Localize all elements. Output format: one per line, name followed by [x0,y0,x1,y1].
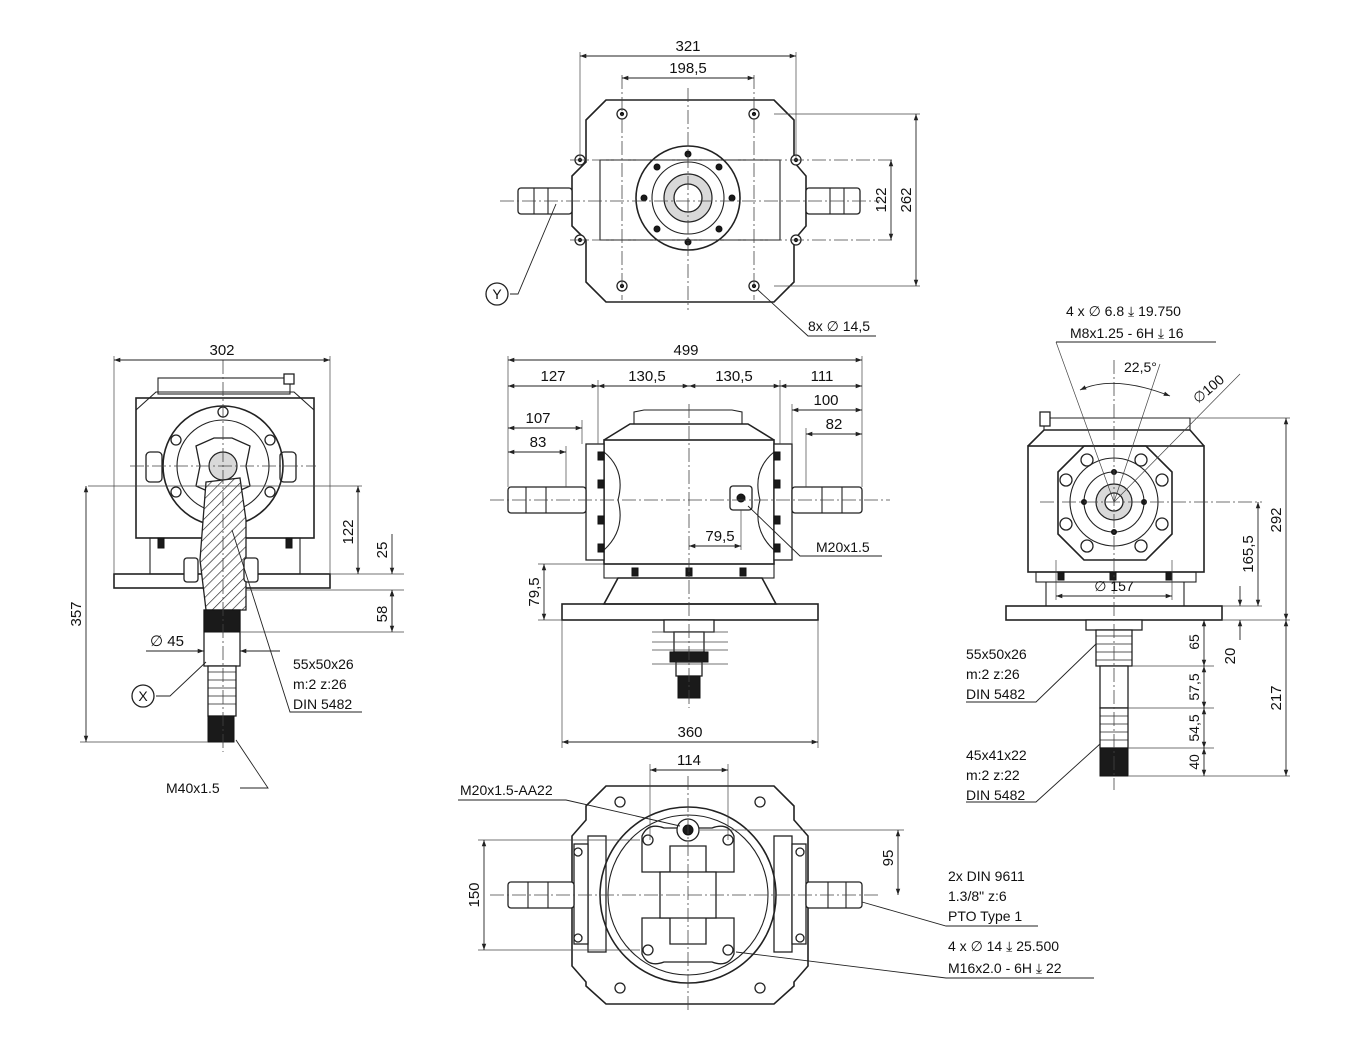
label-right-dia100: ∅100 [1190,371,1228,406]
front-view-lower-shaft [652,631,728,699]
label-right-dia157: ∅ 157 [1094,578,1134,594]
dim-left-width: 302 [209,342,234,359]
dim-front-100: 100 [813,392,838,409]
front-view-right-flange [773,443,793,561]
bottom-view-base-plate [571,785,809,1005]
label-bottom-pto-2: 1.3/8" z:6 [948,888,1007,904]
label-right-holes-2: M8x1.25 - 6H ⤓ 16 [1070,325,1184,341]
left-view-thread [207,715,235,743]
label-left-spline-3: DIN 5482 [293,696,352,712]
bottom-view-lower-lug [641,917,735,965]
label-right-spline-b3: DIN 5482 [966,787,1025,803]
label-bottom-holes-1: 4 x ∅ 14 ⤓ 25.500 [948,938,1059,954]
label-bottom-pto-1: 2x DIN 9611 [948,868,1025,884]
dim-front-360: 360 [677,724,702,741]
dim-left-122: 122 [340,519,357,544]
dim-bottom-95: 95 [880,850,897,867]
bottom-view: 114 M20x1.5-AA22 95 150 2x DIN 9611 1.3/… [458,752,1094,1012]
label-left-thread: M40x1.5 [166,780,220,796]
dim-left-58: 58 [374,606,391,623]
dim-top-bolt-spacing: 198,5 [669,60,707,77]
dim-front-79-5-h: 79,5 [705,528,734,545]
right-view-flange-bolts [1059,453,1169,553]
callout-x [131,684,155,708]
dim-front-499: 499 [673,342,698,359]
label-left-spline-1: 55x50x26 [293,656,354,672]
front-view-left-flange [585,443,605,561]
dim-top-outer-height: 262 [898,187,915,212]
front-view: 499 127 130,5 130,5 111 107 83 100 82 79… [490,342,890,748]
label-right-spline-b1: 45x41x22 [966,747,1027,763]
right-view: 22,5° ∅100 4 x ∅ 6.8 ⤓ 19.750 M8x1.25 - … [966,303,1290,803]
dim-front-83: 83 [530,434,547,451]
label-right-angle: 22,5° [1124,359,1157,375]
dim-left-357: 357 [68,601,85,626]
dim-top-width: 321 [675,38,700,55]
label-bottom-pto-3: PTO Type 1 [948,908,1022,924]
bottom-view-mounting-holes [573,796,805,994]
bottom-view-upper-lug [641,825,735,873]
dim-right-40: 40 [1186,754,1202,770]
dim-right-57-5: 57,5 [1186,673,1202,700]
label-right-holes-1: 4 x ∅ 6.8 ⤓ 19.750 [1066,303,1181,319]
dim-front-107: 107 [525,410,550,427]
dim-right-217: 217 [1268,685,1285,710]
dim-bottom-150: 150 [466,882,483,907]
dim-right-292: 292 [1268,507,1285,532]
top-view-housing [571,99,807,303]
dim-bottom-114: 114 [677,752,701,769]
label-right-spline-a2: m:2 z:26 [966,666,1020,682]
label-right-spline-b2: m:2 z:22 [966,767,1020,783]
dim-front-79-5-v: 79,5 [526,577,543,606]
callout-y [485,282,509,306]
dim-left-25: 25 [374,542,391,559]
dim-front-111: 111 [811,368,834,385]
dim-right-54-5: 54,5 [1186,714,1202,741]
dim-right-165-5: 165,5 [1240,535,1257,573]
dim-top-inner-height: 122 [873,187,890,212]
top-view: 321 198,5 122 262 8x ∅ 14,5 Y [485,38,920,337]
label-left-spline-2: m:2 z:26 [293,676,347,692]
dim-front-127: 127 [540,368,565,385]
label-front-m20: M20x1.5 [816,539,870,555]
label-bottom-holes-2: M16x2.0 - 6H ⤓ 22 [948,960,1062,976]
callout-x-label: X [138,688,148,704]
label-bottom-m20: M20x1.5-AA22 [460,782,553,798]
label-right-spline-a1: 55x50x26 [966,646,1027,662]
callout-y-label: Y [492,286,502,302]
dim-front-82: 82 [826,416,843,433]
top-view-flange-holes [640,150,736,246]
front-view-base-plate [561,603,819,621]
label-top-holes: 8x ∅ 14,5 [808,318,870,334]
dim-right-20: 20 [1222,648,1239,665]
left-view: 302 122 25 58 357 ∅ 45 X 55x50x26 m:2 z:… [68,342,404,796]
label-right-spline-a3: DIN 5482 [966,686,1025,702]
dim-front-130-5-b: 130,5 [715,368,753,385]
right-view-flange [1057,445,1173,561]
dim-right-65: 65 [1186,634,1202,650]
dim-front-130-5-a: 130,5 [628,368,666,385]
dim-left-dia45: ∅ 45 [150,633,184,650]
